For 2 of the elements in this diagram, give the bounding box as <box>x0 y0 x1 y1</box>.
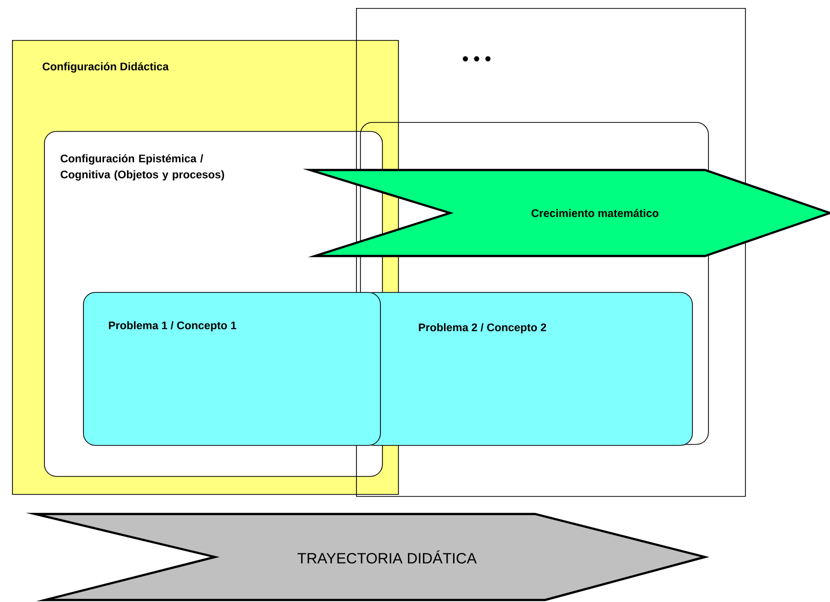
rounded-box: Problema 2 / Concepto 2 <box>362 292 693 446</box>
rounded-box: Problema 1 / Concepto 1 <box>83 292 381 446</box>
